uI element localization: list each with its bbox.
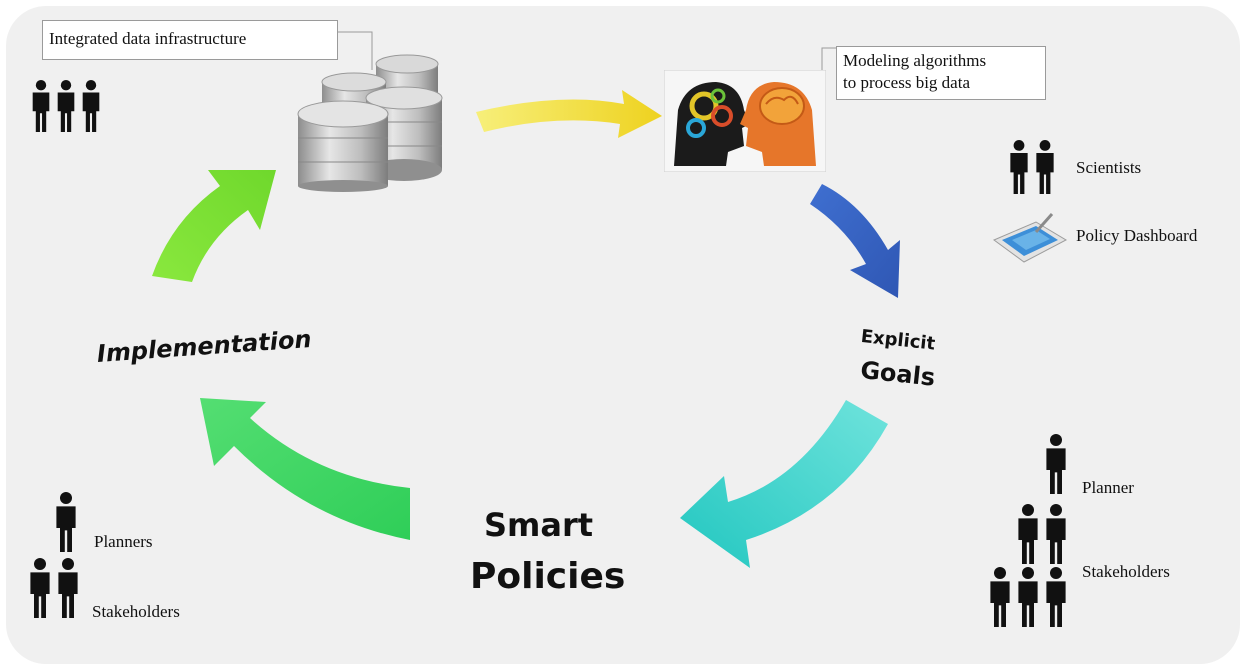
- tablet-icon: [992, 213, 1068, 263]
- arrow-yellow: [476, 90, 662, 138]
- stage-policies-line2: Policies: [470, 556, 626, 597]
- label-planner: Planner: [1082, 478, 1134, 497]
- label-policy-dashboard: Policy Dashboard: [1076, 226, 1198, 245]
- stakeholders-pair-icon: [1018, 504, 1066, 564]
- callout-data-infrastructure-text: Integrated data infrastructure: [49, 29, 247, 48]
- brain-heads-icon: [664, 70, 826, 172]
- arrow-blue: [810, 184, 900, 298]
- stakeholders-left-icon: [30, 558, 78, 618]
- label-planners: Planners: [94, 532, 153, 551]
- callout-modeling-line2: to process big data: [843, 73, 970, 92]
- stakeholders-trio-icon: [990, 567, 1066, 627]
- scientists-icon: [1010, 140, 1054, 194]
- people-group-icon: [32, 80, 100, 132]
- planners-icon: [56, 492, 76, 552]
- callout-modeling: Modeling algorithms to process big data: [836, 46, 1046, 100]
- arrow-teal: [680, 400, 888, 568]
- label-stakeholders-right: Stakeholders: [1082, 562, 1170, 581]
- callout-modeling-line1: Modeling algorithms: [843, 51, 987, 70]
- label-scientists: Scientists: [1076, 158, 1142, 177]
- arrow-green: [200, 398, 410, 540]
- database-icon: [297, 54, 443, 192]
- callout-connector-data: [338, 31, 373, 70]
- label-stakeholders-left: Stakeholders: [92, 602, 180, 621]
- stage-smart-line1: Smart: [484, 506, 594, 544]
- arrow-lime: [152, 170, 276, 282]
- callout-data-infrastructure: Integrated data infrastructure: [42, 20, 338, 60]
- planner-icon: [1046, 434, 1066, 494]
